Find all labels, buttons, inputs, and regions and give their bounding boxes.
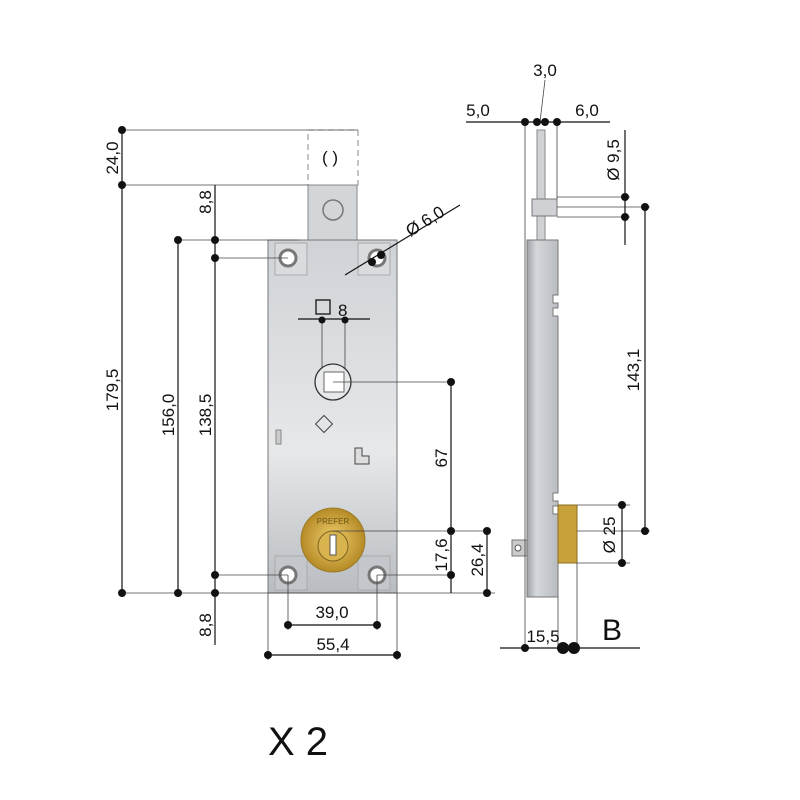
dim-cylinder-diameter: Ø 25: [600, 517, 619, 554]
side-dimensions: 3,0 5,0 6,0 Ø 9,5 143,1 Ø 25 15,5 B: [466, 61, 650, 654]
side-cylinder: [557, 504, 578, 564]
quantity-label: X 2: [268, 720, 328, 764]
dim-26-4: 26,4: [468, 543, 487, 576]
dim-15-5: 15,5: [526, 627, 559, 646]
side-view-label: B: [602, 614, 622, 647]
front-view: ( ) 8 PREFER: [267, 129, 398, 594]
dim-156: 156,0: [159, 394, 178, 437]
dim-8-8-top: 8,8: [196, 190, 215, 214]
dim-55-4: 55,4: [316, 635, 349, 654]
dim-39: 39,0: [315, 603, 348, 622]
dim-8-8-bottom: 8,8: [196, 613, 215, 637]
tab-hole: [322, 199, 344, 221]
diamond-mark-icon: [314, 414, 334, 434]
cylinder-brand: PREFER: [317, 517, 350, 526]
top-tab: [307, 184, 358, 244]
side-body: [526, 239, 559, 598]
dim-pin-diameter: Ø 9,5: [604, 139, 623, 181]
square-spindle-icon: [315, 299, 331, 315]
dim-24: 24,0: [103, 141, 122, 174]
dashed-mark: ( ): [322, 148, 338, 167]
pin: [531, 198, 558, 217]
lock-mark-icon: [354, 447, 370, 465]
dim-179-5: 179,5: [103, 369, 122, 412]
dim-6: 6,0: [575, 101, 599, 120]
dim-143-1: 143,1: [624, 349, 643, 392]
dim-138-5: 138,5: [196, 394, 215, 437]
dim-67: 67: [432, 449, 451, 468]
dim-3: 3,0: [533, 61, 557, 80]
dim-hole-diameter: Ø 6,0: [402, 202, 447, 240]
dim-17-6: 17,6: [432, 538, 451, 571]
square-spindle-label: 8: [338, 301, 347, 320]
side-view: [511, 129, 578, 598]
dim-5: 5,0: [466, 101, 490, 120]
